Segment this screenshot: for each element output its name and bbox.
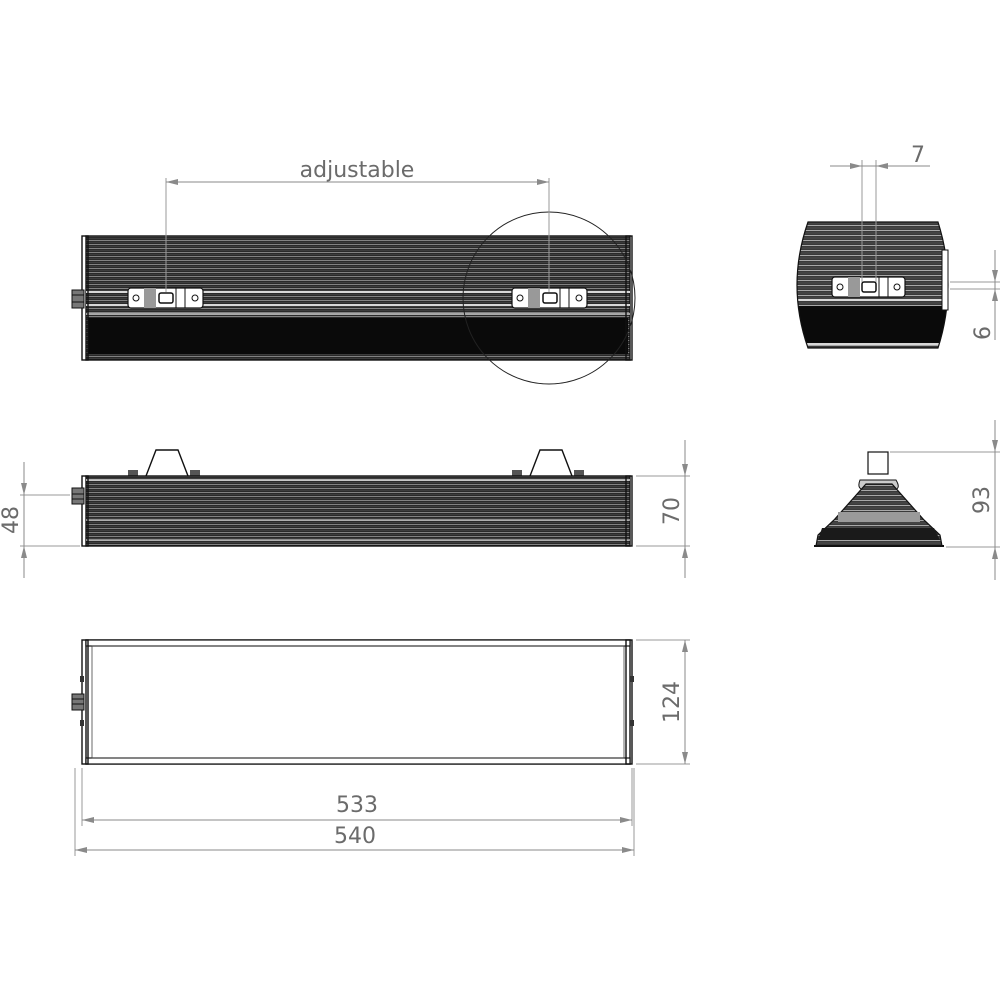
- hanger-left: [145, 449, 189, 477]
- cable-gland-bottom-icon: [71, 693, 85, 711]
- adjustable-dimension: adjustable: [165, 158, 550, 292]
- body-height-dimension: 70: [636, 440, 690, 578]
- top-view-lens-band: [88, 318, 628, 354]
- top-view: adjustable: [71, 158, 636, 385]
- mounting-bracket-left: [127, 287, 204, 309]
- total-length-dimension: 540: [74, 768, 635, 856]
- depth-dimension: 124: [636, 639, 690, 765]
- total-height-label: 93: [970, 486, 995, 514]
- side-view: 48 70: [0, 440, 690, 578]
- bracket-offset-label: 6: [971, 326, 996, 340]
- detail-bracket: [831, 276, 906, 298]
- total-length-label: 540: [334, 824, 376, 849]
- cable-gland-icon: [71, 289, 85, 309]
- mount-height-dimension: 48: [0, 462, 80, 578]
- end-profile-mount-post: [867, 451, 889, 475]
- side-view-body: [85, 475, 631, 547]
- depth-label: 124: [660, 681, 685, 723]
- end-profile-view: 93: [814, 420, 1000, 580]
- inner-length-label: 533: [336, 793, 378, 818]
- bottom-view-frame: [85, 639, 631, 765]
- bottom-view: 124 533 540: [71, 639, 690, 856]
- mount-height-label: 48: [0, 506, 24, 534]
- hanger-right: [529, 449, 573, 477]
- bracket-width-dimension: 7: [830, 143, 930, 282]
- bracket-width-label: 7: [911, 143, 925, 168]
- total-height-dimension: 93: [890, 420, 1000, 580]
- detail-view: 7 6: [796, 143, 1000, 349]
- body-height-label: 70: [660, 497, 685, 525]
- adjustable-label: adjustable: [300, 158, 415, 183]
- bracket-offset-dimension: 6: [950, 250, 1000, 340]
- inner-length-dimension: 533: [81, 768, 633, 826]
- cable-gland-side-icon: [71, 487, 85, 505]
